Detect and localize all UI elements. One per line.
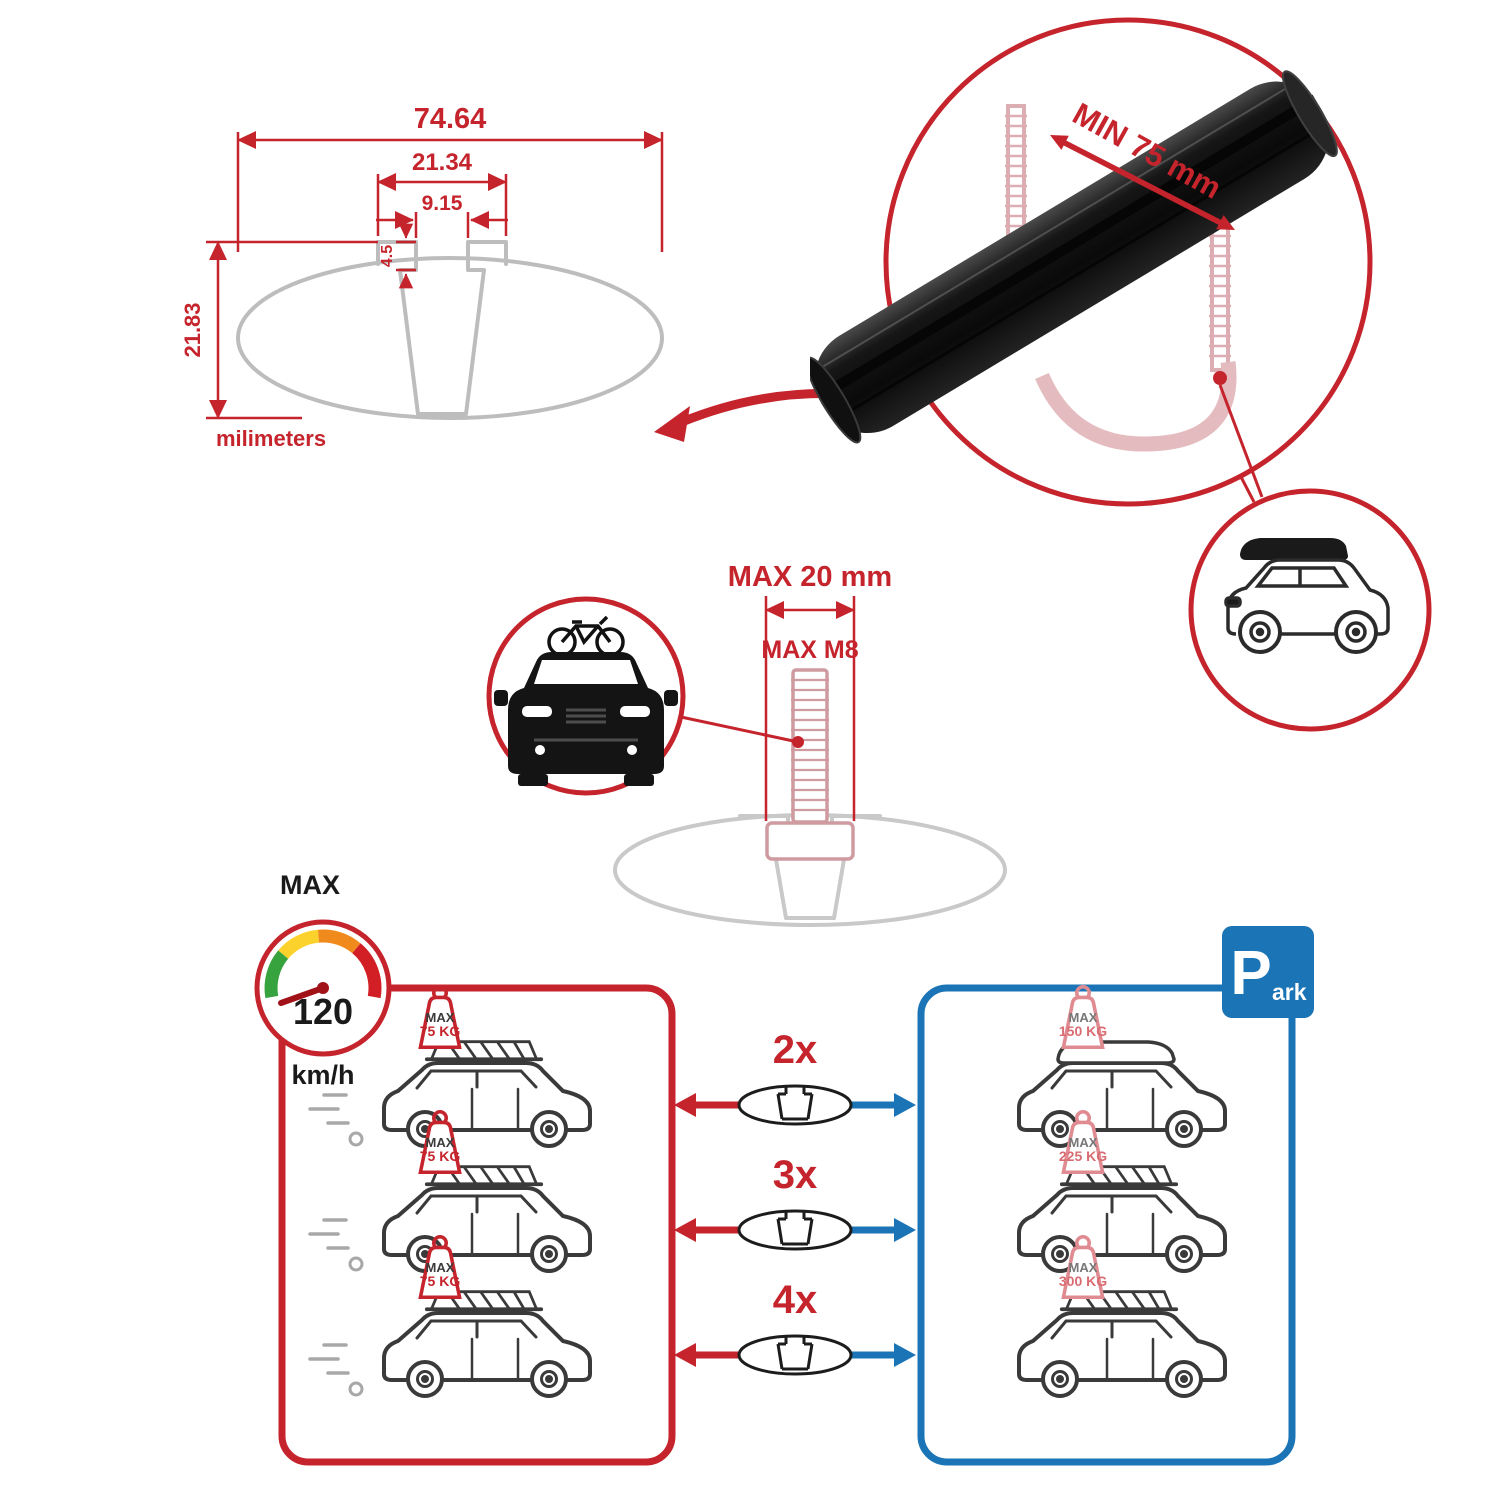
suv-roofbox-circle-badge [1188, 488, 1432, 732]
tag-max-label: MAX [426, 1260, 455, 1275]
tag-load-value: 75 KG [420, 1023, 461, 1039]
u-bolt-icon [1005, 104, 1237, 452]
dimension-lines [206, 131, 664, 420]
crossbar-render-circle: MIN 75 mm [810, 17, 1373, 507]
row-3x: MAX 75 KG 3x MAX 225 KG [308, 1109, 1227, 1273]
arrow-right-head [894, 1218, 916, 1242]
needle-icon [278, 985, 326, 1006]
speed-units: km/h [291, 1060, 354, 1090]
car-icon [1017, 1061, 1227, 1148]
car-icon [1017, 1311, 1227, 1398]
right-headlight [620, 706, 650, 717]
arrow-right-head [894, 1343, 916, 1367]
driving-panel [278, 984, 676, 1466]
crossbar-profile-cross-section [236, 240, 664, 420]
quantity-label: 2x [773, 1028, 818, 1072]
arrow-head-icon [654, 406, 690, 442]
roof-box-icon [1240, 538, 1348, 560]
link-dot [1213, 371, 1227, 385]
parked-panel [917, 984, 1296, 1466]
motion-lines [308, 1218, 350, 1250]
crossbar-render [810, 70, 1338, 444]
motion-lines [308, 1343, 350, 1375]
zoom-circle [883, 17, 1373, 507]
t-bolt-head [765, 821, 855, 861]
right-mirror-icon [664, 690, 678, 706]
u-bolt-loop [1035, 361, 1237, 452]
car-front-circle-badge [486, 596, 686, 796]
profile-dimension-diagram: 74.64 21.34 9.15 4.5 21.83 milimeters [180, 103, 664, 451]
u-bolt-threads-left [1005, 114, 1027, 228]
dim-profile-height-label: 21.83 [180, 302, 205, 357]
car-icon [382, 1186, 592, 1273]
quantity-label: 3x [773, 1153, 818, 1197]
bolt-max-width-label: MAX 20 mm [728, 561, 892, 593]
park-suffix: ark [1272, 979, 1307, 1005]
speed-gauge: MAX 120 km/h [254, 870, 392, 1090]
windshield [534, 660, 638, 684]
tag-max-label: MAX [1069, 1260, 1098, 1275]
t-bolt-icon [765, 668, 855, 861]
left-headlight [522, 706, 552, 717]
arrow-left-head [674, 1093, 696, 1117]
bar-end-cap-left [810, 356, 862, 444]
u-bolt-threads-right [1209, 234, 1231, 358]
callout-dot [792, 736, 804, 748]
bolt-max-thread-label: MAX M8 [761, 636, 858, 664]
bolt-dimension-lines [764, 596, 856, 821]
arrow-right-head [894, 1093, 916, 1117]
speed-max-label: MAX [280, 870, 340, 900]
car-icon [382, 1311, 592, 1398]
circle-connector-line [1238, 474, 1256, 503]
tag-max-label: MAX [1069, 1135, 1098, 1150]
tag-load-value: 150 KG [1059, 1023, 1107, 1039]
tag-max-label: MAX [1069, 1010, 1098, 1025]
callout-line [680, 715, 799, 744]
tag-max-label: MAX [426, 1010, 455, 1025]
speed-value: 120 [293, 991, 353, 1032]
motion-lines [308, 1093, 350, 1125]
tag-load-value: 75 KG [420, 1273, 461, 1289]
crossbar-profile-icon [737, 1209, 853, 1251]
row-4x: MAX 75 KG 4x MAX 300 KG [308, 1234, 1227, 1398]
dim-channel-width-label: 21.34 [412, 149, 473, 176]
bar-end-cap-right [1281, 70, 1338, 158]
mount-bolt-detail: MAX 20 mm MAX M8 [613, 561, 1007, 927]
tag-load-value: 225 KG [1059, 1148, 1107, 1164]
row-2x: MAX 75 KG 2x MAX 150 KG [308, 984, 1227, 1148]
car-icon [382, 1061, 592, 1148]
load-comparison-section: MAX 120 km/h P ark MAX 75 KG 2x [254, 870, 1314, 1466]
car-icon [1017, 1186, 1227, 1273]
dim-slot-width-label: 9.15 [422, 192, 463, 215]
dim-units-label: milimeters [216, 426, 326, 451]
suv-icon [1224, 558, 1390, 654]
tag-load-value: 300 KG [1059, 1273, 1107, 1289]
left-mirror-icon [494, 690, 508, 706]
crossbar-profile-icon [737, 1334, 853, 1376]
tag-max-label: MAX [426, 1135, 455, 1150]
park-letter: P [1230, 939, 1271, 1008]
park-sign: P ark [1222, 926, 1314, 1018]
arrow-left-head [674, 1343, 696, 1367]
tag-load-value: 75 KG [420, 1148, 461, 1164]
car-front-icon [494, 652, 678, 786]
min-span-arrow [1050, 135, 1235, 230]
arrow-left-head [674, 1218, 696, 1242]
dim-slot-depth-label: 4.5 [379, 245, 396, 267]
dim-total-width-label: 74.64 [414, 103, 487, 135]
bolt-threads [791, 678, 829, 812]
crossbar-profile-icon [737, 1084, 853, 1126]
link-line-to-suv [1218, 384, 1264, 498]
quantity-label: 4x [773, 1278, 818, 1322]
